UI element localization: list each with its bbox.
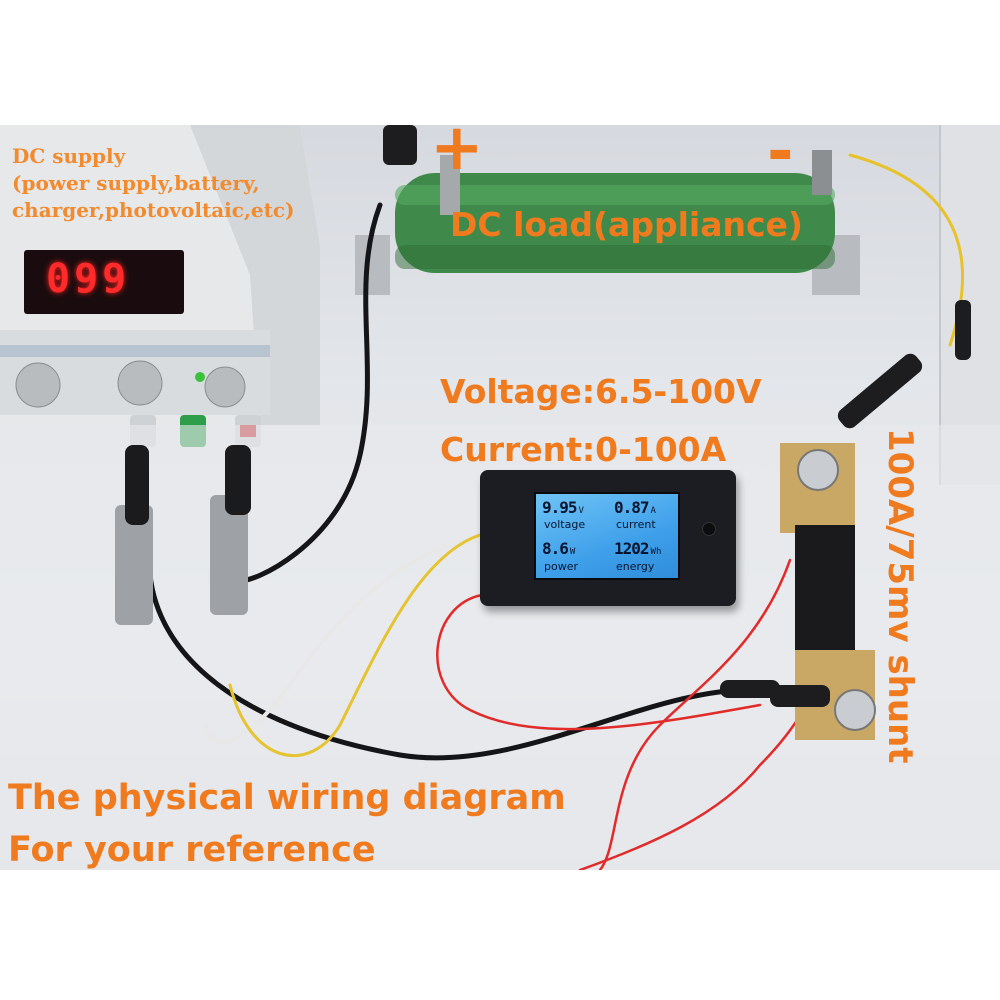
supply-digits: 099 [46, 256, 131, 302]
caption-line1: The physical wiring diagram [8, 778, 566, 818]
supply-clips [115, 445, 251, 625]
plus-sign: + [430, 111, 484, 185]
current-unit: A [650, 506, 656, 516]
power-value: 8.6 [542, 539, 569, 558]
shunt-label-container: 100A/75mv shunt [862, 428, 922, 808]
minus-sign: - [767, 115, 794, 189]
energy-unit: Wh [650, 547, 662, 557]
voltage-name: voltage [544, 518, 586, 531]
power-supply-unit [0, 125, 320, 447]
supply-led-display: 099 [24, 250, 184, 314]
supply-label: DC supply (power supply,battery, charger… [12, 143, 295, 224]
supply-label-line3: charger,photovoltaic,etc) [12, 198, 295, 222]
supply-label-line1: DC supply [12, 144, 126, 168]
meter-button-hole [702, 522, 716, 536]
caption-line2: For your reference [8, 830, 376, 870]
current-value: 0.87 [614, 498, 650, 517]
supply-label-line2: (power supply,battery, [12, 171, 260, 195]
voltage-spec-label: Voltage:6.5-100V [440, 372, 762, 411]
voltage-unit: V [578, 506, 584, 516]
voltage-value: 9.95 [542, 498, 578, 517]
shunt-label: 100A/75mv shunt [880, 428, 920, 764]
shunt-bar [720, 300, 971, 740]
power-unit: W [569, 547, 576, 557]
current-spec-label: Current:0-100A [440, 430, 727, 469]
power-name: power [544, 560, 578, 573]
energy-name: energy [616, 560, 655, 573]
dc-load-resistor [355, 125, 860, 295]
energy-value: 1202 [614, 539, 650, 558]
current-name: current [616, 518, 656, 531]
load-label: DC load(appliance) [450, 205, 803, 244]
photo-scene [0, 125, 1000, 870]
